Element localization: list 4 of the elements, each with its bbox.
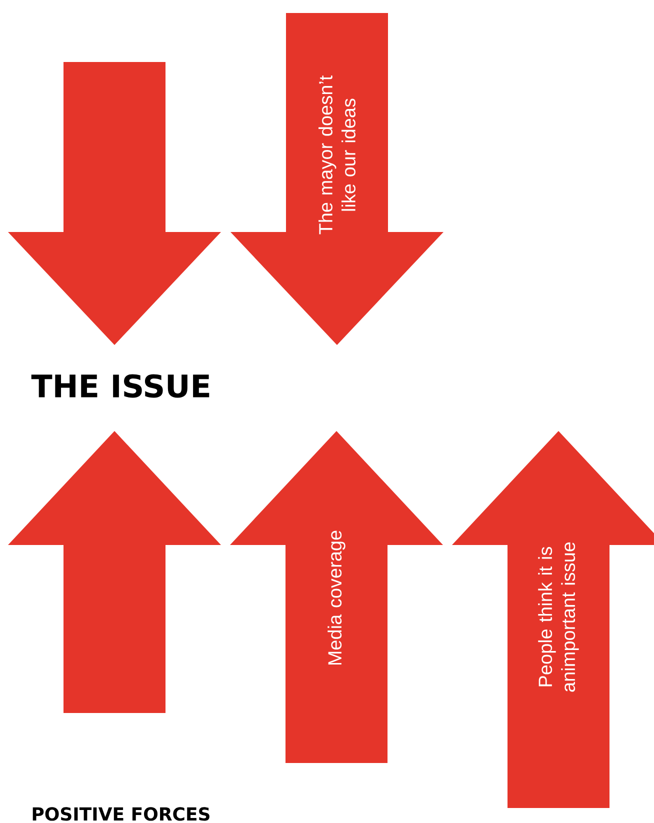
arrow-shape xyxy=(8,431,221,713)
issue-heading: THE ISSUE xyxy=(31,374,210,398)
arrow-shape xyxy=(8,62,221,345)
section-heading: POSITIVE FORCES xyxy=(32,807,210,821)
